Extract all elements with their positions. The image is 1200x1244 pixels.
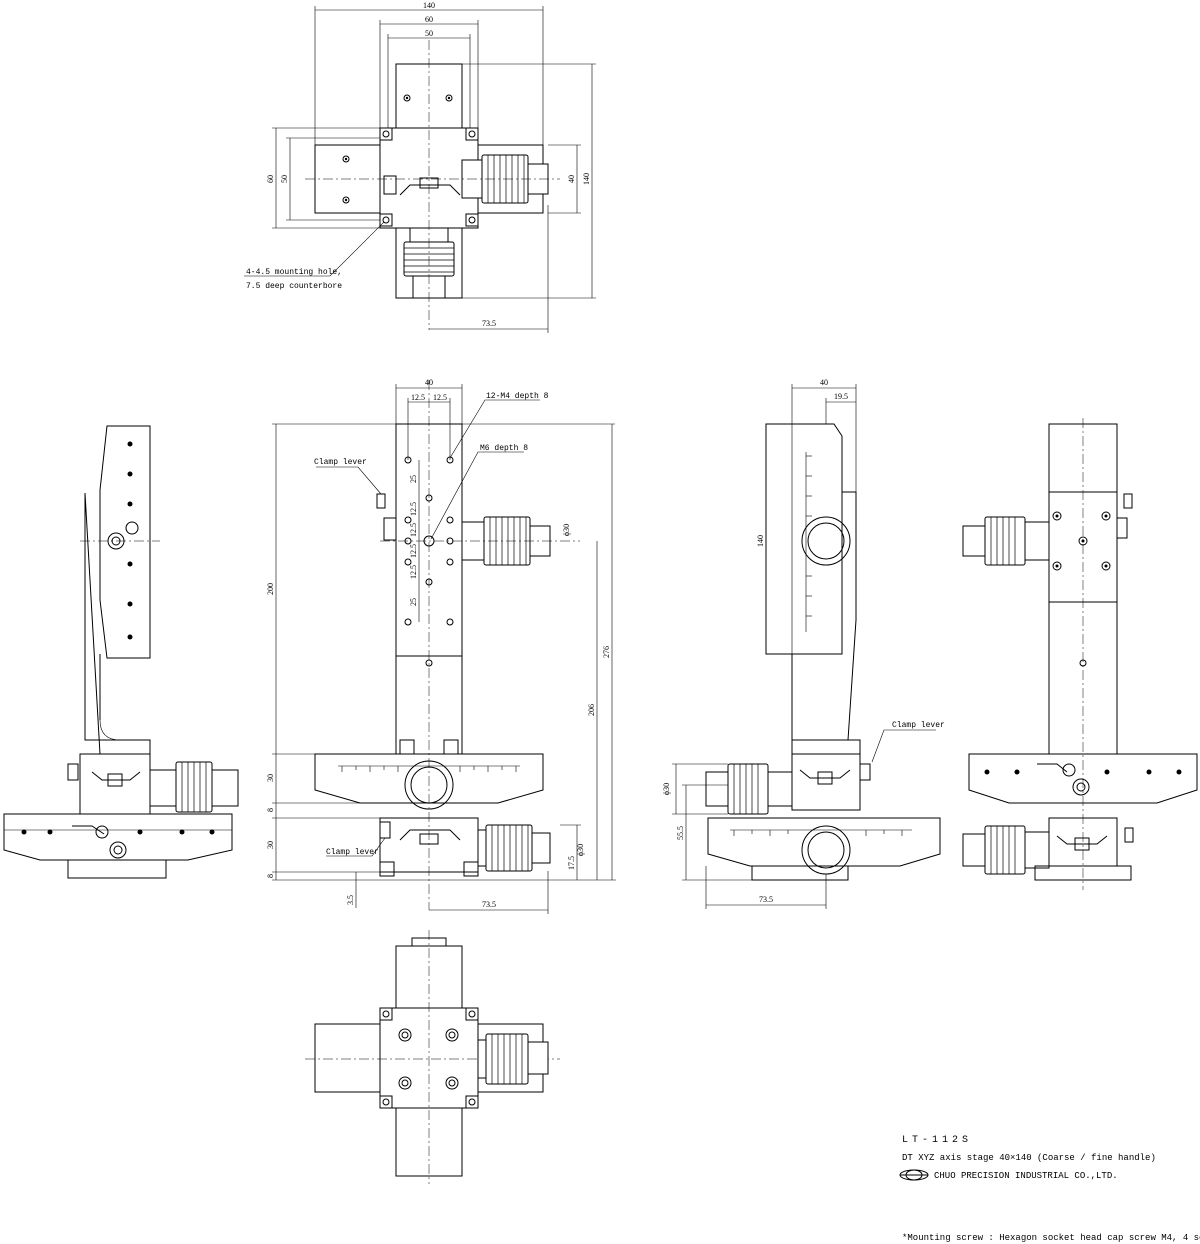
dim-front-12-5b: 12.5 bbox=[433, 393, 447, 402]
bottom-view bbox=[305, 930, 560, 1184]
dim-top-60: 60 bbox=[425, 15, 433, 24]
dim-side-19-5: 19.5 bbox=[834, 392, 848, 401]
dim-front-17-5: 17.5 bbox=[567, 856, 576, 870]
dim-front-12-5e: 12.5 bbox=[409, 544, 418, 558]
dim-side-73-5: 73.5 bbox=[759, 895, 773, 904]
right-side-view-1: 40 19.5 140 ϕ30 55.5 73.5 Clamp lever bbox=[662, 378, 945, 909]
right-knob-upper bbox=[705, 763, 793, 815]
left-side-view bbox=[3, 425, 239, 879]
dim-front-25a: 25 bbox=[409, 475, 418, 483]
front-scale bbox=[341, 766, 517, 772]
company-name: CHUO PRECISION INDUSTRIAL CO.,LTD. bbox=[934, 1171, 1118, 1181]
mounting-screw-note: *Mounting screw : Hexagon socket head ca… bbox=[902, 1233, 1200, 1243]
dim-front-200: 200 bbox=[266, 583, 275, 595]
dim-top-73-5: 73.5 bbox=[482, 319, 496, 328]
back-knob-lower bbox=[962, 825, 1050, 875]
dim-front-phi30b: ϕ30 bbox=[576, 844, 585, 856]
dim-side-40: 40 bbox=[820, 378, 828, 387]
back-base-holes bbox=[984, 769, 1182, 775]
top-view: 140 60 50 60 50 40 140 73.5 4-4.5 mounti… bbox=[244, 1, 596, 333]
dim-top-50: 50 bbox=[425, 29, 433, 38]
dim-top-left-60: 60 bbox=[266, 175, 275, 183]
dim-front-3-5: 3.5 bbox=[346, 895, 355, 905]
dim-front-30a: 30 bbox=[266, 774, 275, 782]
dim-side-55-5: 55.5 bbox=[676, 826, 685, 840]
dim-top-right-40: 40 bbox=[567, 175, 576, 183]
dim-front-40: 40 bbox=[425, 378, 433, 387]
label-clamp-lever-front-top: Clamp lever bbox=[314, 458, 367, 467]
dim-front-30b: 30 bbox=[266, 841, 275, 849]
back-knob-upper bbox=[962, 516, 1050, 566]
left-base-holes bbox=[21, 829, 215, 835]
dim-front-73-5: 73.5 bbox=[482, 900, 496, 909]
left-knob bbox=[149, 761, 239, 813]
label-mounting-hole-1: 4-4.5 mounting hole, bbox=[246, 268, 342, 277]
dim-front-25b: 25 bbox=[409, 598, 418, 606]
dim-top-right-140: 140 bbox=[582, 173, 591, 185]
label-mounting-hole-2: 7.5 deep counterbore bbox=[246, 282, 342, 291]
dim-front-12-5c: 12.5 bbox=[409, 502, 418, 516]
bottom-knob bbox=[477, 1033, 549, 1085]
dim-front-12-5f: 12.5 bbox=[409, 565, 418, 579]
dim-front-phi30: ϕ30 bbox=[562, 524, 571, 536]
left-holes bbox=[127, 441, 133, 640]
model-number: LT-112S bbox=[902, 1135, 972, 1146]
right-side-view-2 bbox=[962, 418, 1198, 890]
title-block: LT-112S DT XYZ axis stage 40×140 (Coarse… bbox=[899, 1135, 1200, 1243]
right-scale-horizontal bbox=[733, 830, 903, 836]
dim-side-140: 140 bbox=[756, 535, 765, 547]
front-view: 40 12.5 12.5 200 25 12.5 12.5 12.5 12.5 … bbox=[266, 378, 616, 914]
label-m4-depth: 12-M4 depth 8 bbox=[486, 392, 549, 401]
dim-front-276: 276 bbox=[602, 646, 611, 658]
right-scale-vertical bbox=[805, 452, 812, 632]
label-clamp-lever-side: Clamp lever bbox=[892, 721, 945, 730]
dim-front-8a: 8 bbox=[266, 808, 275, 812]
x-knob-front bbox=[477, 824, 551, 872]
company-logo bbox=[899, 1169, 929, 1181]
dim-front-12-5d: 12.5 bbox=[409, 523, 418, 537]
product-description: DT XYZ axis stage 40×140 (Coarse / fine … bbox=[902, 1153, 1156, 1163]
dim-side-phi30: ϕ30 bbox=[662, 783, 671, 795]
label-clamp-lever-front-bottom: Clamp lever bbox=[326, 848, 379, 857]
label-m6-depth: M6 depth 8 bbox=[480, 444, 528, 453]
dim-front-206: 206 bbox=[587, 704, 596, 716]
dim-front-12-5a: 12.5 bbox=[411, 393, 425, 402]
back-holes bbox=[1052, 511, 1111, 667]
dim-top-140: 140 bbox=[423, 1, 435, 10]
dim-top-left-50: 50 bbox=[280, 175, 289, 183]
dim-front-8b: 8 bbox=[266, 874, 275, 878]
